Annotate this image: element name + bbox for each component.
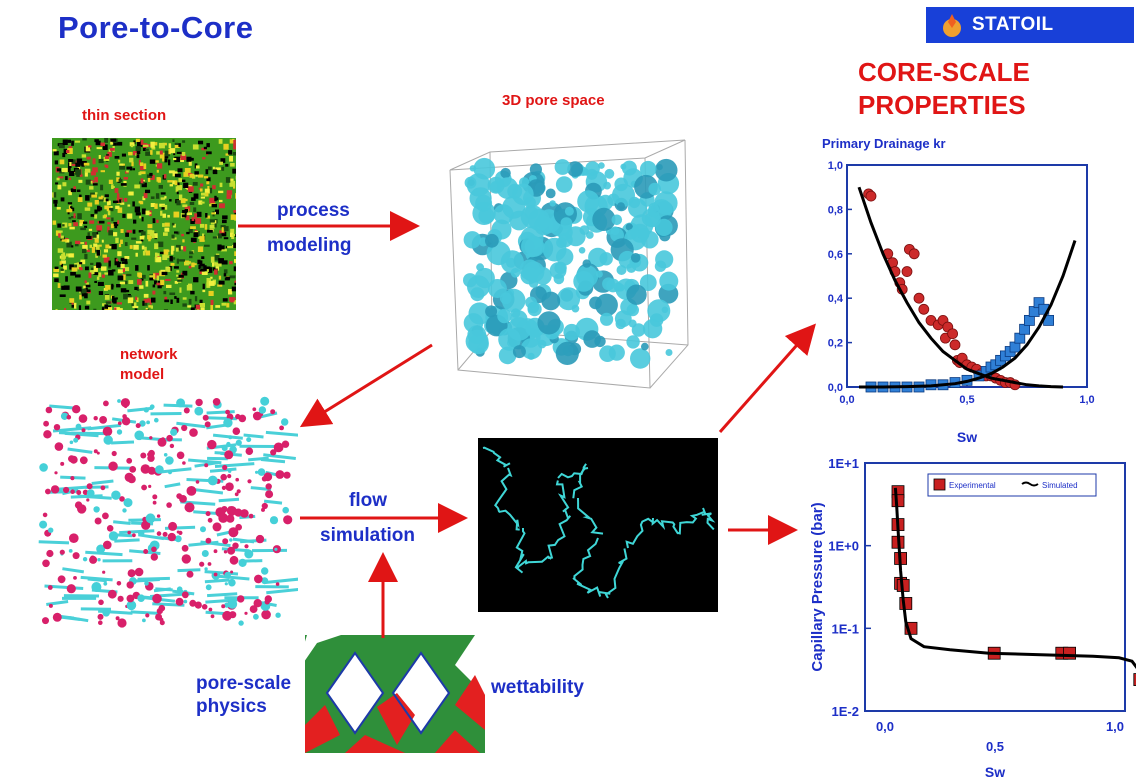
simulation-label: simulation	[320, 525, 416, 546]
pc-xtick-label: 0,0	[876, 719, 894, 734]
kr-chart-title: Primary Drainage kr	[822, 136, 946, 151]
thin-section-image	[52, 138, 236, 310]
flame-icon	[943, 14, 961, 37]
kr-curve	[857, 186, 1064, 389]
core-title-line2: PROPERTIES	[858, 90, 1026, 120]
flow-label: flow	[349, 490, 387, 511]
pc-ytick-label: 1E+1	[828, 456, 859, 471]
pc-xlabel: Sw	[985, 764, 1005, 780]
thin-section-label: thin section	[82, 107, 167, 124]
statoil-logo: STATOIL	[926, 7, 1134, 43]
pore-space-label: 3D pore space	[502, 92, 605, 109]
kr-ytick-label: 0,6	[828, 249, 843, 261]
pc-point	[899, 597, 913, 610]
kr-xtick-label: 1,0	[1079, 394, 1094, 406]
pc-plot-frame	[864, 462, 1126, 712]
pc-xtick-label: 1,0	[1106, 719, 1124, 734]
process-label: process	[277, 200, 350, 221]
core-scale-title: CORE-SCALE PROPERTIES	[858, 56, 1030, 122]
pore-scale-label: pore-scale	[196, 673, 292, 694]
pc-point	[1133, 673, 1136, 686]
pc-ytick-label: 1E-2	[832, 704, 859, 719]
pore-scale-physics-image	[305, 635, 485, 753]
pc-legend: Experimental Simulated	[927, 473, 1097, 497]
kr-ytick-label: 0,0	[828, 382, 843, 394]
kr-ytick-label: 0,2	[828, 338, 843, 350]
pc-xtick-label: 0,5	[986, 739, 1004, 754]
arrow-kr	[718, 323, 816, 433]
modeling-label: modeling	[267, 235, 352, 256]
kr-point-red	[901, 266, 913, 277]
wettability-label: wettability	[491, 677, 584, 698]
legend-simulated: Simulated	[1042, 481, 1078, 490]
kr-curve	[859, 240, 1077, 389]
pc-point	[1063, 646, 1077, 660]
logo-text: STATOIL	[972, 14, 1054, 35]
pc-ytick-label: 1E+0	[828, 539, 859, 554]
kr-point-red	[947, 328, 959, 340]
physics-label: physics	[196, 696, 267, 717]
kr-point-red	[913, 292, 925, 304]
pc-chart: Capillary Pressure (bar) 1E-2 1E-1 1E+0 1E+…	[809, 456, 1136, 780]
kr-point-red	[949, 339, 961, 351]
legend-simulated-marker	[1021, 481, 1039, 487]
kr-point-red	[908, 248, 920, 260]
kr-ytick-label: 0,4	[828, 293, 844, 305]
kr-plot-frame	[846, 164, 1088, 388]
core-title-line1: CORE-SCALE	[858, 57, 1030, 87]
kr-ytick-label: 0,8	[828, 204, 843, 216]
kr-xtick-label: 0,5	[959, 394, 974, 406]
network-model-label: network model	[120, 346, 178, 383]
pc-curve	[893, 487, 1136, 670]
kr-point-red	[865, 190, 877, 202]
legend-experimental: Experimental	[949, 481, 996, 490]
kr-xlabel: Sw	[957, 429, 977, 445]
page-title: Pore-to-Core	[58, 10, 254, 45]
pore-space-image	[449, 139, 689, 389]
pc-ylabel: Capillary Pressure (bar)	[809, 502, 826, 671]
arrow-network	[299, 343, 433, 428]
kr-xtick-label: 0,0	[839, 394, 854, 406]
kr-ytick-label: 1,0	[828, 160, 843, 172]
network-model-image	[38, 396, 298, 628]
kr-point-red	[918, 303, 930, 315]
pc-ytick-label: 1E-1	[832, 621, 859, 636]
kr-chart: Primary Drainage kr 0,0 0,2 0,4 0,6 0,8 1,0 0…	[822, 136, 1095, 445]
flow-simulation-image	[478, 438, 718, 612]
legend-experimental-marker	[933, 478, 946, 491]
